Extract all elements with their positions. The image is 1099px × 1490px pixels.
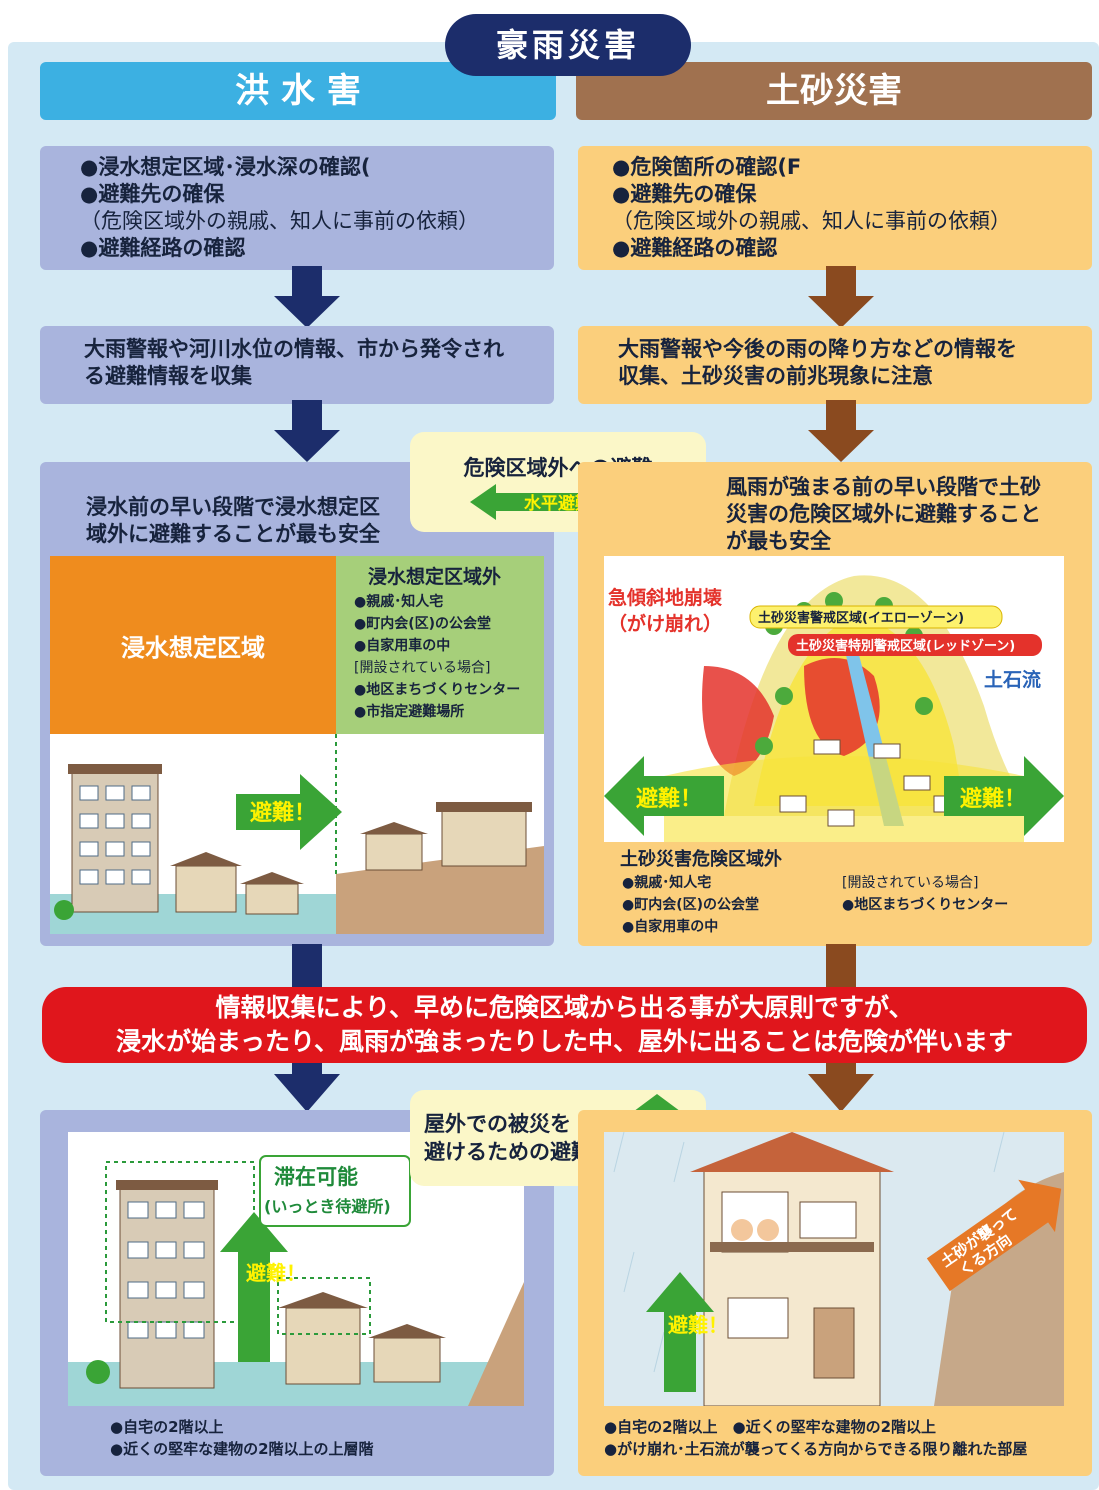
landslide-outside-item: ●地区まちづくりセンター [842,897,1009,913]
landslide-step1-line: （危険区域外の親戚、知人に事前の依頼） [612,209,1011,233]
flood-zone-outside-item: ●地区まちづくりセンター [354,682,521,698]
flood-zone-outside: 浸水想定区域外 ●親戚･知人宅 ●町内会(区)の公会堂 ●自家用車の中 [開設さ… [336,556,544,734]
flood-step4-note: ●自宅の2階以上 [110,1418,224,1436]
landslide-step3-line: 風雨が強まる前の早い段階で土砂 [726,475,1041,499]
stay-possible-sublabel: (いっとき待避所) [264,1197,391,1216]
stay-possible-label: 滞在可能 [274,1165,358,1189]
warning-banner-line: 情報収集により、早めに危険区域から出る事が大原則ですが、 [215,993,914,1022]
flood-vertical-evacuation-illustration: 避難！ 滞在可能 (いっとき待避所) [68,1132,524,1406]
landslide-step2-box: 大雨警報や今後の雨の降り方などの情報を 収集、土砂災害の前兆現象に注意 [578,326,1092,404]
flood-vertical-evac-label: 避難！ [246,1261,306,1285]
landslide-step2-line: 大雨警報や今後の雨の降り方などの情報を [618,337,1017,361]
flood-step2-line: 大雨警報や河川水位の情報、市から発令され [84,337,504,361]
landslide-step4-note: ●自宅の2階以上 ●近くの堅牢な建物の2階以上 [604,1418,937,1436]
flood-zone-outside-item: ●自家用車の中 [354,638,451,654]
landslide-evac-right-label: 避難！ [960,786,1026,812]
flood-step1-line: （危険区域外の親戚、知人に事前の依頼） [80,209,479,233]
flood-evacuation-illustration: 避難！ [50,734,544,934]
flood-step1-line: ●避難経路の確認 [80,236,246,260]
flood-down-arrow-icon [274,400,340,462]
landslide-step1-line: ●避難経路の確認 [612,236,778,260]
vertical-evacuation-title: 屋外での被災を 避けるための避難 [424,1110,592,1166]
landslide-evac-left-label: 避難！ [636,786,702,812]
landslide-outside-item: [開設されている場合] [842,875,979,891]
landslide-step4-note: ●がけ崩れ･土石流が襲ってくる方向からできる限り離れた部屋 [604,1440,1028,1458]
landslide-outside-list-right: [開設されている場合] ●地区まちづくりセンター [842,872,1008,916]
vertical-evacuation-title-line: 屋外での被災を [424,1112,571,1136]
landslide-outside-item: ●自家用車の中 [622,919,719,935]
landslide-outside-item: ●親戚･知人宅 [622,875,712,891]
landslide-down-arrow-icon [808,400,874,462]
landslide-step2-line: 収集、土砂災害の前兆現象に注意 [618,364,933,388]
flood-zone-inside-label: 浸水想定区域 [121,634,265,662]
landslide-step1-box: ●危険箇所の確認(F ●避難先の確保 （危険区域外の親戚、知人に事前の依頼） ●… [578,146,1092,270]
steep-slope-label: （がけ崩れ） [608,612,722,635]
landslide-outside-list-left: ●親戚･知人宅 ●町内会(区)の公会堂 ●自家用車の中 [622,872,759,938]
flood-zone-outside-item: [開設されている場合] [354,660,491,676]
flood-zone-outside-item: ●町内会(区)の公会堂 [354,616,492,632]
landslide-step4-notes: ●自宅の2階以上 ●近くの堅牢な建物の2階以上 ●がけ崩れ･土石流が襲ってくる方… [604,1416,1027,1460]
flood-step1-line: ●避難先の確保 [80,182,225,206]
flood-step1-box: ●浸水想定区域･浸水深の確認( ●避難先の確保 （危険区域外の親戚、知人に事前の… [40,146,554,270]
landslide-step3-line: が最も安全 [726,529,831,553]
yellow-zone-label: 土砂災害警戒区域(イエローゾーン) [758,610,964,626]
page-title: 豪雨災害 [445,14,691,76]
flood-step1-line: ●浸水想定区域･浸水深の確認( [80,155,371,179]
debris-flow-label: 土石流 [984,668,1041,691]
flood-zone-outside-item: ●市指定避難場所 [354,704,465,720]
vertical-evacuation-title-line: 避けるための避難 [424,1140,592,1164]
landslide-down-arrow-icon [808,266,874,328]
steep-slope-label: 急傾斜地崩壊 [608,586,723,609]
flood-step2-line: る避難情報を収集 [84,364,252,388]
flood-zone-inside: 浸水想定区域 [50,556,336,734]
landslide-step1-line: ●危険箇所の確認(F [612,155,802,179]
landslide-vertical-evac-label: 避難！ [668,1313,728,1337]
flood-step4-notes: ●自宅の2階以上 ●近くの堅牢な建物の2階以上の上層階 [110,1416,374,1460]
flood-zone-outside-item: ●親戚･知人宅 [354,594,444,610]
flood-zone-outside-title: 浸水想定区域外 [368,566,502,588]
flood-step3-line: 浸水前の早い段階で浸水想定区 [86,495,380,519]
horizontal-arrow-label: 水平避難 [524,493,592,514]
flood-step3-line: 域外に避難することが最も安全 [86,522,380,546]
warning-banner: 情報収集により、早めに危険区域から出る事が大原則ですが、 浸水が始まったり、風雨… [42,987,1087,1063]
warning-banner-line: 浸水が始まったり、風雨が強まったりした中、屋外に出ることは危険が伴います [115,1027,1013,1056]
red-zone-label: 土砂災害特別警戒区域(レッドゾーン) [796,638,1015,654]
landslide-step1-line: ●避難先の確保 [612,182,757,206]
flood-down-arrow-icon [274,266,340,328]
landslide-outside-title: 土砂災害危険区域外 [620,849,782,870]
landslide-vertical-evacuation-illustration: 避難！ 土砂が襲って くる方向 [604,1132,1064,1406]
landslide-step3-line: 災害の危険区域外に避難すること [726,502,1041,526]
flood-step4-note: ●近くの堅牢な建物の2階以上の上層階 [110,1440,374,1458]
landslide-hazard-illustration: 急傾斜地崩壊 （がけ崩れ） 土砂災害警戒区域(イエローゾーン) 土砂災害特別警戒… [604,556,1064,842]
flood-step2-box: 大雨警報や河川水位の情報、市から発令され る避難情報を収集 [40,326,554,404]
landslide-header: 土砂災害 [576,62,1092,120]
flood-evac-label: 避難！ [250,800,316,826]
landslide-outside-item: ●町内会(区)の公会堂 [622,897,760,913]
